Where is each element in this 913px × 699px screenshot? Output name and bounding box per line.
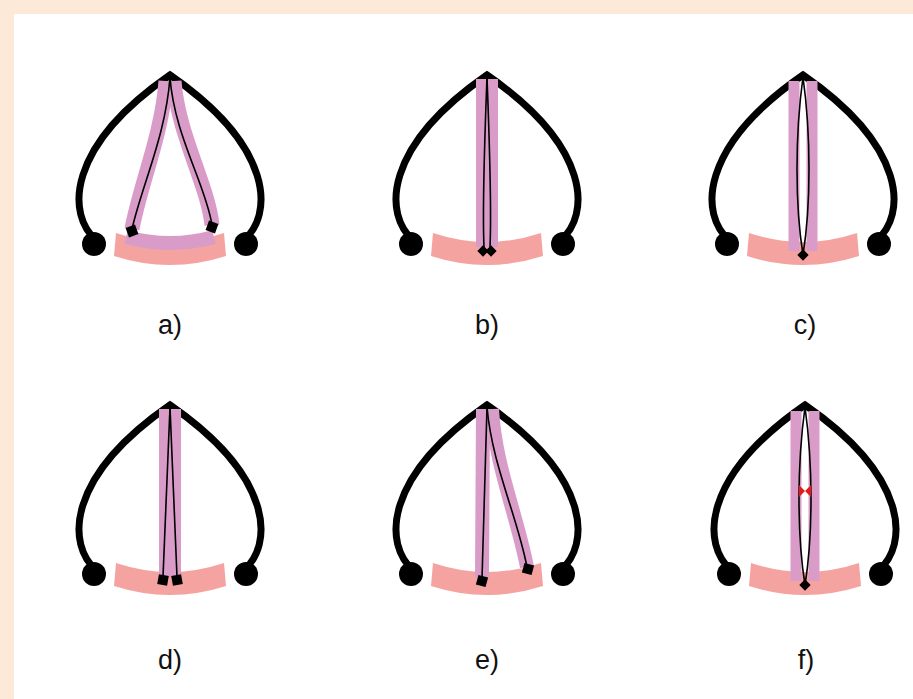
fold-edge xyxy=(482,407,487,579)
vocal-fold xyxy=(807,81,818,251)
panel-c xyxy=(712,75,894,265)
panel-a xyxy=(79,75,261,265)
marker xyxy=(126,225,139,238)
panel-d xyxy=(79,405,261,595)
white-panel xyxy=(14,14,913,699)
marker xyxy=(171,574,183,586)
fold-edge xyxy=(170,77,212,225)
fold-edge xyxy=(170,407,177,577)
panel-label: a) xyxy=(130,309,210,341)
panel-b xyxy=(396,75,578,265)
vocal-fold xyxy=(789,81,800,251)
marker xyxy=(206,221,219,234)
panel-f xyxy=(714,405,896,595)
marker xyxy=(799,579,810,590)
panel-e xyxy=(396,405,578,595)
fold-edge xyxy=(487,77,490,247)
marker xyxy=(485,245,496,256)
panel-label: e) xyxy=(447,644,527,676)
fold-edge xyxy=(487,407,527,567)
panel-label: b) xyxy=(447,309,527,341)
fold-edge xyxy=(132,77,170,229)
marker xyxy=(797,249,808,260)
vocal-fold xyxy=(159,409,181,577)
marker xyxy=(157,574,169,586)
panel-label: c) xyxy=(765,309,845,341)
marker xyxy=(476,575,488,587)
fold-edge xyxy=(163,407,170,577)
contact-mark xyxy=(799,485,811,497)
fold-edge xyxy=(484,77,487,247)
panel-label: d) xyxy=(130,644,210,676)
fold-band xyxy=(126,237,214,243)
vocal-fold xyxy=(476,79,498,247)
panel-label: f) xyxy=(766,644,846,676)
fold-edge xyxy=(797,77,803,255)
marker xyxy=(522,563,534,575)
fold-edge xyxy=(803,77,809,255)
vocal-fold xyxy=(132,81,166,229)
